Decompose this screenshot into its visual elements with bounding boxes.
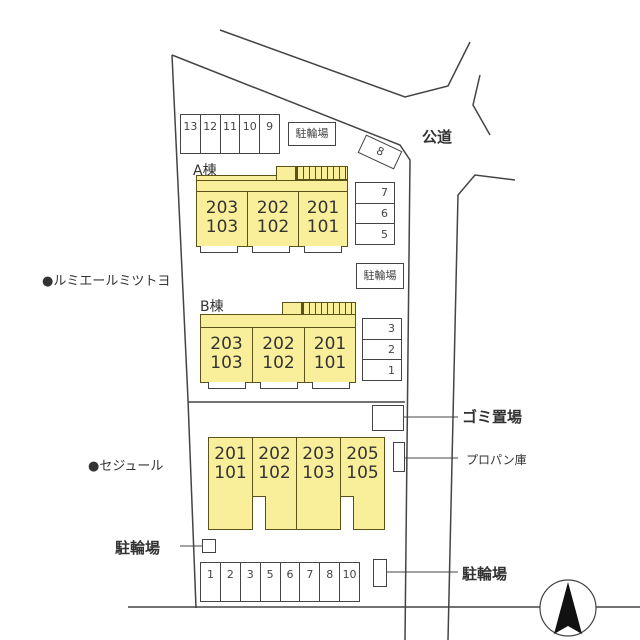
parking-stall: 10 — [240, 115, 261, 153]
building-a-stairs — [296, 166, 348, 180]
parking-stall: 2 — [363, 340, 401, 361]
building-b-label: B棟 — [200, 299, 224, 315]
parking-stall: 1 — [201, 563, 221, 601]
parking-stall: 2 — [221, 563, 241, 601]
parking-row-bottom: 1 2 3 5 6 7 8 10 — [200, 562, 360, 602]
garbage-area — [372, 405, 404, 431]
garbage-label: ゴミ置場 — [462, 408, 523, 426]
unit-a-201-101[interactable]: 201 101 — [298, 191, 348, 247]
parking-col-a: 7 6 5 — [355, 182, 395, 245]
north-arrow-icon — [539, 579, 597, 637]
building-a-step — [276, 166, 296, 180]
unit-c-202-tail — [265, 496, 297, 530]
road-label: 公道 — [422, 128, 453, 146]
unit-a-203-103[interactable]: 203 103 — [196, 191, 248, 247]
neighbor-marker-icon: ● — [88, 459, 100, 474]
propane-storage — [393, 442, 405, 472]
parking-stall: 6 — [356, 204, 394, 225]
unit-a-202-102[interactable]: 202 102 — [247, 191, 299, 247]
bike-label-left: 駐輪場 — [115, 539, 161, 557]
bike-parking-left-box — [202, 539, 216, 553]
parking-stall: 1 — [388, 363, 395, 377]
parking-stall: 10 — [342, 568, 357, 581]
parking-stall: 6 — [281, 563, 301, 601]
building-b-step — [282, 302, 302, 316]
parking-stall: 11 — [221, 115, 241, 153]
parking-stall: 5 — [381, 227, 388, 241]
balcony — [304, 246, 342, 253]
balcony — [208, 382, 246, 389]
neighbor-sejour: ●セジュール — [88, 459, 164, 474]
parking-stall: 13 — [181, 115, 201, 153]
unit-b-201-101[interactable]: 201 101 — [304, 327, 356, 383]
neighbor-marker-icon: ● — [42, 274, 54, 289]
bike-parking-a: 駐輪場 — [288, 122, 336, 146]
unit-c-203-103[interactable]: 203 103 — [296, 437, 341, 530]
parking-col-b: 3 2 1 — [362, 318, 402, 381]
unit-c-201-101[interactable]: 201 101 — [208, 437, 253, 530]
propane-label: プロパン庫 — [466, 453, 527, 467]
building-b-hall — [200, 314, 356, 328]
parking-stall: 8 — [320, 563, 341, 601]
parking-stall: 7 — [356, 183, 394, 204]
balcony — [200, 246, 238, 253]
unit-c-205-tail — [353, 496, 385, 530]
unit-c-202-102[interactable]: 202 102 — [252, 437, 297, 497]
neighbor-lumiere: ●ルミエールミツトヨ — [42, 274, 171, 289]
parking-row-top: 13 12 11 10 9 — [180, 114, 280, 154]
unit-c-205-105[interactable]: 205 105 — [340, 437, 385, 497]
unit-b-203-103[interactable]: 203 103 — [200, 327, 253, 383]
parking-stall: 3 — [363, 319, 401, 340]
parking-stall: 3 — [241, 563, 261, 601]
bike-parking-b: 駐輪場 — [356, 263, 404, 289]
balcony — [312, 382, 350, 389]
balcony — [252, 246, 290, 253]
balcony — [260, 382, 298, 389]
parking-stall: 12 — [201, 115, 221, 153]
parking-stall: 9 — [266, 120, 274, 133]
bike-parking-right-box — [373, 559, 387, 587]
unit-b-202-102[interactable]: 202 102 — [252, 327, 305, 383]
parking-stall: 7 — [300, 563, 321, 601]
parking-stall: 5 — [261, 563, 281, 601]
building-b-stairs — [302, 302, 356, 316]
bike-label-right: 駐輪場 — [462, 565, 508, 583]
